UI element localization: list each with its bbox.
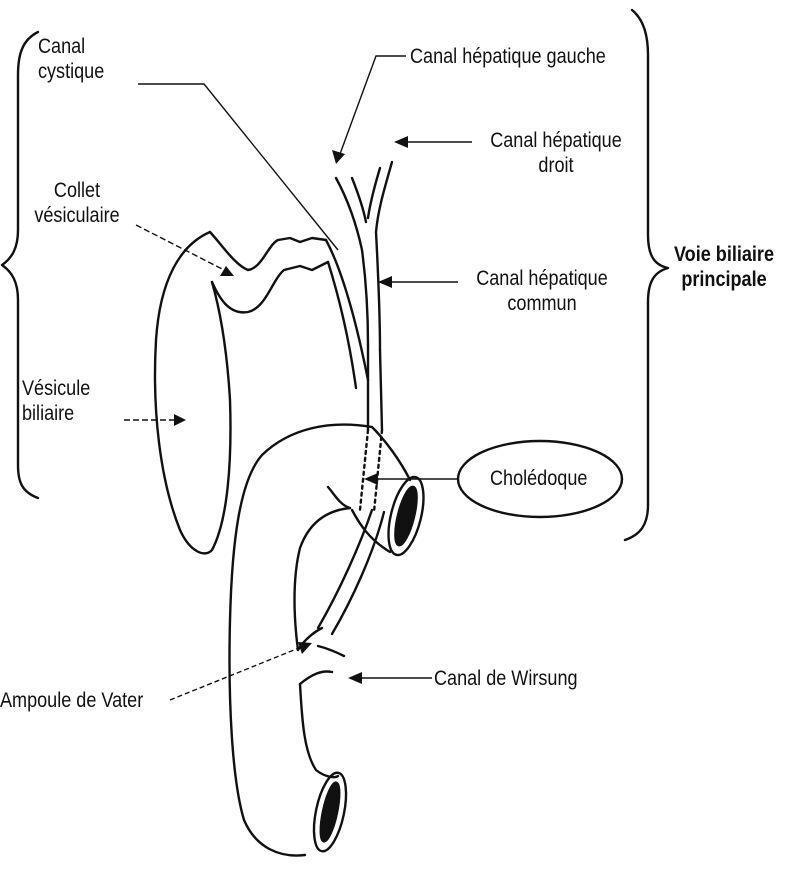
gallbladder-neck-lower xyxy=(212,262,328,312)
ampulla-flap xyxy=(318,646,344,656)
arrowhead-ampoule xyxy=(298,642,312,654)
label-voie-line2: principale xyxy=(669,267,779,292)
arrowhead-wirsung xyxy=(348,672,362,684)
label-vesicule-biliaire: Vésicule biliaire xyxy=(22,376,90,426)
gallbladder-neck-upper xyxy=(210,232,326,270)
label-hep-commun-line2: commun xyxy=(465,291,620,316)
label-canal-hepatique-commun: Canal hépatique commun xyxy=(465,266,620,316)
label-collet-vesiculaire: Collet vésiculaire xyxy=(21,178,133,228)
leader-collet xyxy=(136,225,228,272)
duodenum-inner-upper xyxy=(328,487,350,508)
label-hep-commun-line1: Canal hépatique xyxy=(465,266,620,291)
label-voie-line1: Voie biliaire xyxy=(669,242,779,267)
wirsung-lower xyxy=(300,672,332,685)
left-brace xyxy=(2,32,38,498)
label-choledoque: Cholédoque xyxy=(490,466,587,491)
leader-canal-cystique xyxy=(138,84,338,250)
label-collet-line1: Collet xyxy=(21,178,133,203)
leader-ampoule xyxy=(170,646,304,700)
label-vesicule-line1: Vésicule xyxy=(22,376,90,401)
label-canal-cystique: Canal cystique xyxy=(38,34,104,84)
duodenum-upper xyxy=(230,425,372,856)
label-canal-hepatique-droit: Canal hépatique droit xyxy=(479,128,634,178)
choledoque-dotted xyxy=(360,430,368,510)
right-hepatic-duct xyxy=(376,162,392,350)
left-hepatic-duct xyxy=(336,178,368,345)
gallbladder-outline xyxy=(155,232,230,553)
label-canal-cystique-line1: Canal xyxy=(38,34,104,59)
arrowhead-hep-commun xyxy=(378,276,392,288)
leader-hep-gauche xyxy=(340,56,406,154)
label-canal-de-wirsung: Canal de Wirsung xyxy=(434,666,578,691)
label-canal-cystique-line2: cystique xyxy=(38,59,104,84)
choledoque-dotted-2 xyxy=(374,430,382,512)
right-brace xyxy=(625,10,668,540)
duodenum-cut-top-inner xyxy=(391,485,421,547)
label-vesicule-line2: biliaire xyxy=(22,401,90,426)
cystic-duct-upper xyxy=(326,240,368,380)
arrowhead-collet xyxy=(220,266,234,276)
duodenum-lower-inner xyxy=(300,684,338,777)
arrowhead-hep-droit xyxy=(394,136,408,148)
label-hep-droit-line1: Canal hépatique xyxy=(479,128,634,153)
label-ampoule-de-vater: Ampoule de Vater xyxy=(0,688,143,713)
common-bile-duct-right xyxy=(380,350,382,430)
choledoque-intra-2 xyxy=(332,512,384,634)
label-canal-hepatique-gauche: Canal hépatique gauche xyxy=(410,44,606,69)
left-hepatic-duct-inner xyxy=(352,178,366,222)
arrowhead-choledoque xyxy=(364,473,378,485)
arrowhead-vesicule xyxy=(174,414,186,426)
label-voie-biliaire-principale: Voie biliaire principale xyxy=(669,242,779,292)
label-collet-line2: vésiculaire xyxy=(21,203,133,228)
label-hep-droit-line2: droit xyxy=(479,153,634,178)
arrowhead-hep-gauche xyxy=(332,150,345,164)
